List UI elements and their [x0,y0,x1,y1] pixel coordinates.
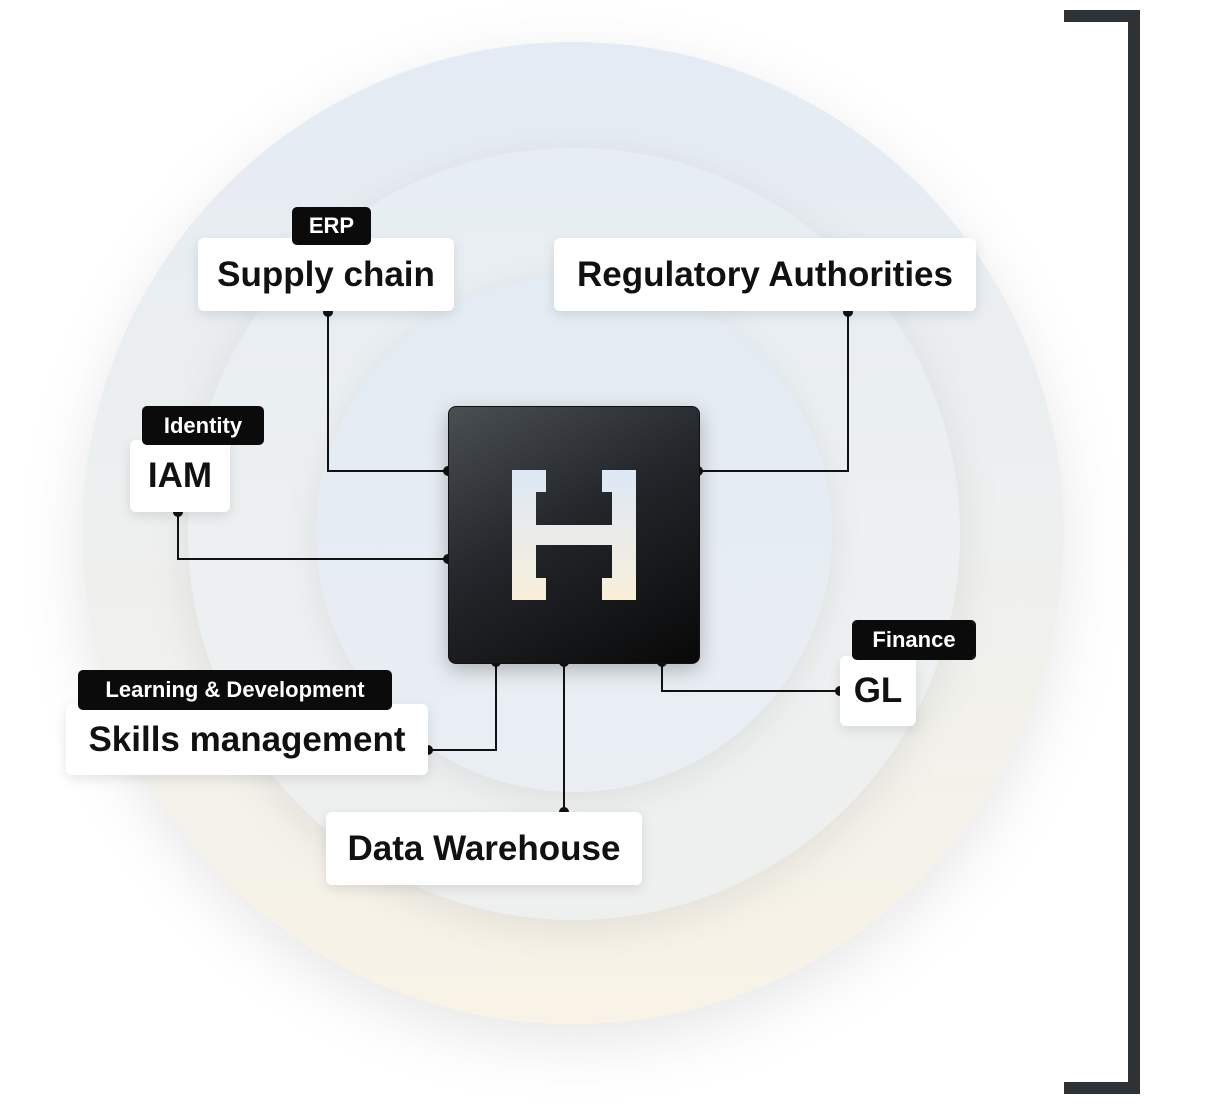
node-data-warehouse: Data Warehouse [326,812,642,885]
node-label: Data Warehouse [347,828,621,868]
tag-label: Identity [163,412,243,438]
connector-gl [661,662,840,692]
connector-skills [428,662,497,751]
tag-learning-development: Learning & Development [78,670,392,710]
node-label: Regulatory Authorities [577,254,953,294]
hub-box [448,406,700,664]
tag-finance: Finance [852,620,976,660]
tag-label: ERP [308,213,355,238]
tag-label: Learning & Development [105,677,365,702]
connector-supply-chain [327,312,448,472]
tag-erp: ERP [292,207,371,245]
right-bracket [1064,10,1140,1094]
tag-identity: Identity [142,406,264,445]
node-label: GL [853,671,903,710]
node-label: Skills management [88,719,406,759]
tag-label: Finance [872,627,956,652]
node-skills-management: Skills management [66,704,428,775]
node-label: Supply chain [217,254,435,294]
node-label: IAM [147,456,213,495]
h-logo-icon [512,470,636,600]
node-regulatory-authorities: Regulatory Authorities [554,238,976,311]
connector-iam [177,512,448,560]
node-iam: IAM [130,440,230,512]
connector-regulatory [698,312,849,472]
node-gl: GL [840,656,916,726]
node-supply-chain: Supply chain [198,238,454,311]
